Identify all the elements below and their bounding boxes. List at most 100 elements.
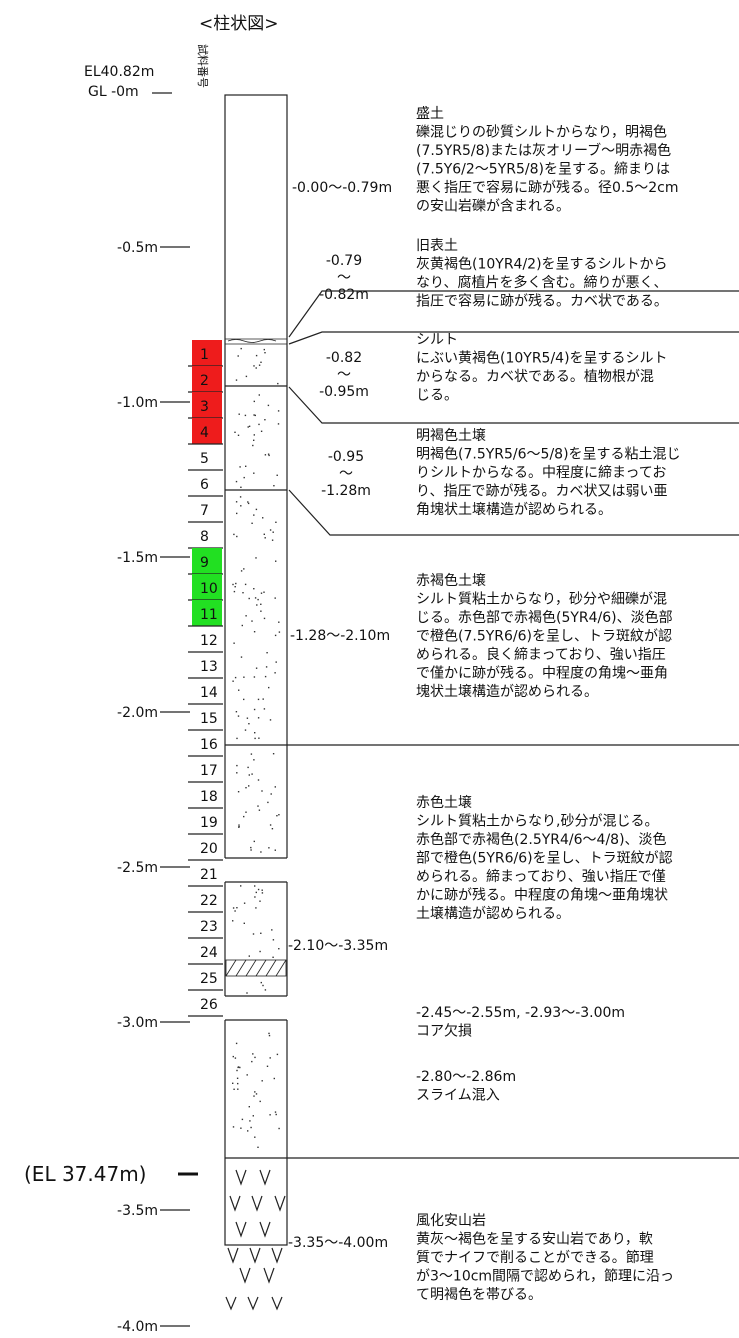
depth-tick-label: -0.5m [117, 240, 158, 256]
speckle [245, 465, 247, 467]
sample-cell: 17 [188, 763, 223, 783]
speckle [236, 535, 238, 538]
speckle [242, 592, 244, 594]
speckle [276, 815, 278, 817]
speckle [266, 1065, 269, 1067]
speckle [234, 676, 237, 679]
sample-number: 24 [200, 945, 218, 961]
speckle [257, 1146, 259, 1148]
speckle [253, 759, 255, 761]
speckle [275, 521, 277, 523]
sample-cell: 15 [188, 711, 223, 731]
sample-cell: 4 [188, 418, 223, 445]
layer-divider-lines [287, 290, 739, 1159]
speckle [264, 675, 267, 678]
layer-depth-range: -0.79 [326, 253, 362, 269]
speckle [251, 773, 253, 775]
speckle [250, 1126, 252, 1129]
core-column-box [224, 94, 288, 1246]
speckle [275, 560, 277, 562]
speckle [253, 631, 256, 633]
sample-number: 8 [200, 529, 209, 545]
speckle [237, 791, 240, 793]
speckle [274, 597, 276, 599]
speckle [235, 501, 238, 503]
speckle [248, 1106, 250, 1108]
sample-number: 5 [200, 451, 209, 467]
sample-number: 18 [200, 789, 218, 805]
speckle [257, 888, 260, 891]
speckle [271, 539, 274, 541]
speckle [261, 790, 263, 792]
speckle [253, 439, 255, 441]
bottom-el-label: (EL 37.47m) [24, 1162, 146, 1186]
speckle [271, 929, 273, 931]
speckle [274, 634, 277, 637]
speckle [277, 410, 280, 412]
speckle [260, 603, 262, 605]
andesite-v-mark [225, 1296, 237, 1311]
speckle [240, 486, 242, 488]
speckle [276, 474, 278, 476]
speckle [248, 425, 251, 427]
sample-cell: 13 [188, 659, 223, 679]
speckle [260, 592, 263, 594]
speckle [243, 476, 245, 479]
sample-cell: 22 [188, 893, 223, 913]
speckle [240, 1127, 242, 1129]
speckle [253, 434, 255, 436]
speckle [259, 1100, 261, 1103]
speckle [234, 586, 236, 588]
sample-cell: 3 [188, 392, 223, 419]
speckle [246, 717, 249, 719]
layer-depth-range: -0.82m [319, 287, 369, 303]
speckle [258, 737, 260, 739]
soil-speckle-texture [232, 347, 281, 1148]
speckle [237, 1082, 239, 1085]
speckle [278, 814, 280, 816]
layer-description-line: 指圧で容易に跡が残る。カベ状である。 [416, 293, 668, 310]
speckle [274, 672, 276, 674]
sample-cell: 11 [188, 600, 223, 627]
speckle [252, 1115, 254, 1117]
speckle [261, 889, 263, 891]
layer-description-line: められる。締まっており、強い指圧で僅 [416, 868, 666, 885]
note-range: -2.80～-2.86m [416, 1069, 516, 1085]
speckle [259, 950, 261, 953]
old-topsoil-band [225, 338, 287, 345]
speckle [263, 591, 265, 593]
andesite-v-pattern [225, 1169, 286, 1311]
speckle [260, 610, 262, 612]
speckle [263, 533, 265, 535]
sample-cell: 23 [188, 919, 223, 939]
speckle [238, 413, 240, 415]
layer-description-line: りシルトからなる。中程度に締まってお [416, 464, 666, 481]
speckle [253, 365, 255, 367]
speckle [251, 522, 253, 524]
speckle [235, 711, 238, 713]
speckle [262, 698, 264, 700]
speckle [253, 840, 255, 843]
slime-hatch [225, 959, 287, 977]
speckle [254, 1136, 256, 1138]
layer-description-line: 土壌構造が認められる。 [416, 906, 570, 922]
sample-highlight [192, 392, 222, 418]
speckle [263, 348, 265, 351]
layer-name: 旧表土 [416, 238, 458, 254]
andesite-v-mark [274, 1195, 286, 1212]
speckle [272, 956, 274, 958]
speckle [237, 715, 240, 717]
speckle [264, 454, 267, 456]
sample-cell: 5 [188, 451, 223, 471]
speckle [267, 404, 270, 407]
speckle [257, 598, 259, 601]
speckle [268, 847, 270, 849]
speckle [254, 737, 256, 740]
sample-cell: 2 [188, 366, 223, 393]
speckle [245, 615, 247, 617]
layer-name: 赤褐色土壌 [416, 572, 486, 589]
layer-depth-range: -0.95m [319, 384, 369, 400]
speckle [246, 1074, 248, 1076]
speckle [237, 1088, 239, 1090]
speckle [251, 620, 253, 622]
